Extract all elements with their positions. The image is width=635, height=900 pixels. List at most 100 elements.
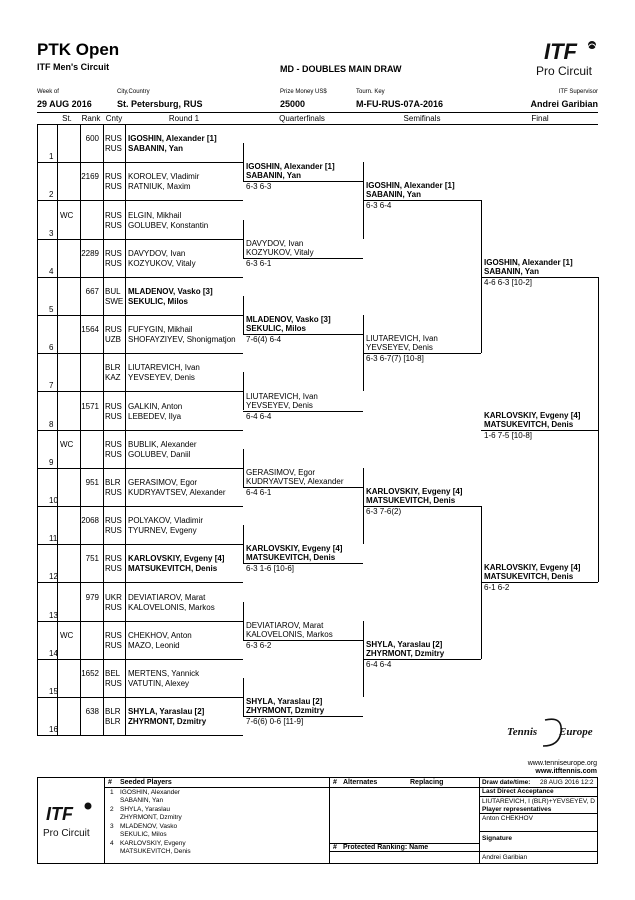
key-value: M-FU-RUS-07A-2016 xyxy=(356,99,444,109)
qf-player-2: ZHYRMONT, Dzmitry xyxy=(246,706,325,716)
seed-number: 2 xyxy=(110,806,114,813)
qf-connector xyxy=(243,143,244,182)
qf-score: 6-3 1-6 [10-6] xyxy=(246,564,295,574)
city-label: City,Country xyxy=(117,89,150,95)
col-quarterfinals: Quarterfinals xyxy=(279,114,325,123)
final-player-1: KARLOVSKIY, Evgeny [4] xyxy=(484,563,581,573)
final-connector xyxy=(481,200,482,354)
entry-rank: 751 xyxy=(85,554,99,564)
supervisor-label: ITF Supervisor xyxy=(558,89,598,95)
entry-country-1: RUS xyxy=(105,172,122,182)
entry-player-1: POLYAKOV, Vladimir xyxy=(128,516,203,526)
draw-date-value: 28 AUG 2016 12:2 xyxy=(540,779,594,786)
draw-position: 15 xyxy=(49,687,58,696)
itftennis-url[interactable]: www.itftennis.com xyxy=(535,768,597,775)
qf-player-1: KARLOVSKIY, Evgeny [4] xyxy=(246,544,343,554)
draw-position: 14 xyxy=(49,648,58,658)
sf-player-2: MATSUKEVITCH, Denis xyxy=(366,496,456,505)
itf-logo-text: ITF xyxy=(544,39,578,64)
signature-label: Signature xyxy=(482,835,512,842)
qf-player-2: YEVSEYEV, Denis xyxy=(246,400,313,410)
entry-player-1: MLADENOV, Vasko [3] xyxy=(128,287,213,296)
entry-country-2: RUS xyxy=(105,182,122,192)
itf-logo-sub: Pro Circuit xyxy=(536,64,593,78)
draw-position: 9 xyxy=(49,457,54,467)
sf-connector xyxy=(363,162,364,239)
col-semifinals: Semifinals xyxy=(403,114,441,123)
draw-position: 6 xyxy=(49,343,54,353)
signature-value: Andrei Garibian xyxy=(482,854,528,861)
draw-date-label: Draw date/time: xyxy=(482,779,531,786)
final-player-1: IGOSHIN, Alexander [1] xyxy=(484,257,573,267)
svg-text:ITF: ITF xyxy=(46,804,74,824)
entry-player-2: SABANIN, Yan xyxy=(128,144,183,154)
entry-country-1: RUS xyxy=(105,516,122,526)
entry-country-1: RUS xyxy=(105,401,122,411)
supervisor-value: Andrei Garibian xyxy=(530,99,598,109)
entry-player-2: MAZO, Leonid xyxy=(128,640,180,650)
entry-player-1: FUFYGIN, Mikhail xyxy=(128,325,193,335)
sf-score: 6-3 6-4 xyxy=(366,201,392,211)
entry-rank: 2169 xyxy=(81,172,99,182)
entry-rank: 951 xyxy=(85,478,99,487)
tennis-europe-logo: Tennis Europe xyxy=(505,718,603,748)
entry-player-1: GERASIMOV, Egor xyxy=(128,478,198,487)
sf-winner-rule xyxy=(363,353,481,355)
final-winner-rule xyxy=(481,582,598,584)
circuit-subtitle: ITF Men's Circuit xyxy=(37,62,110,72)
qf-score: 7-6(6) 0-6 [11-9] xyxy=(246,717,304,727)
qf-connector xyxy=(243,219,244,258)
sf-score: 6-3 7-6(2) xyxy=(366,507,402,516)
entry-rank: 1652 xyxy=(81,669,99,678)
sf-player-1: KARLOVSKIY, Evgeny [4] xyxy=(366,487,463,496)
qf-winner-rule xyxy=(243,410,363,412)
entry-rule xyxy=(37,315,243,316)
entry-country-1: RUS xyxy=(105,630,122,640)
champion-player-1: KARLOVSKIY, Evgeny [4] xyxy=(484,410,581,420)
entry-player-2: GOLUBEV, Daniil xyxy=(128,449,191,459)
entry-player-1: KOROLEV, Vladimir xyxy=(128,172,200,182)
seed-number: 1 xyxy=(110,789,114,796)
entry-country-2: RUS xyxy=(105,602,122,612)
entry-player-1: KARLOVSKIY, Evgeny [4] xyxy=(128,554,225,564)
entry-rule xyxy=(37,429,243,431)
qf-player-1: LIUTAREVICH, Ivan xyxy=(246,391,318,401)
champion-connector xyxy=(598,276,599,583)
entry-status: WC xyxy=(60,630,74,640)
champion-player-2: MATSUKEVITCH, Denis xyxy=(484,419,574,429)
entry-country-1: UKR xyxy=(105,592,122,602)
qf-player-2: KOZYUKOV, Vitaly xyxy=(246,247,314,257)
entry-player-1: DAVYDOV, Ivan xyxy=(128,248,186,258)
entry-country-1: RUS xyxy=(105,325,122,335)
final-player-2: SABANIN, Yan xyxy=(484,266,539,276)
header-top-rule xyxy=(37,112,598,113)
svg-text:Pro Circuit: Pro Circuit xyxy=(43,828,90,839)
entry-country-1: RUS xyxy=(105,210,122,220)
entry-country-2: RUS xyxy=(105,449,122,459)
qf-score: 7-6(4) 6-4 xyxy=(246,335,282,345)
entry-player-1: CHEKHOV, Anton xyxy=(128,630,192,640)
seeded-title: Seeded Players xyxy=(120,779,172,786)
entry-country-2: RUS xyxy=(105,220,122,230)
final-winner-rule xyxy=(481,276,598,278)
lda-label: Last Direct Acceptance xyxy=(482,788,554,795)
col-cnty: Cnty xyxy=(105,114,123,123)
week-label: Week of xyxy=(37,89,59,95)
rep-value: Anton CHEKHOV xyxy=(482,815,533,822)
prize-label: Prize Money US$ xyxy=(280,89,327,95)
entry-rank: 979 xyxy=(85,592,99,602)
seed-player-1: KARLOVSKIY, Evgeny xyxy=(120,840,186,847)
entry-country-2: UZB xyxy=(105,335,121,345)
entry-country-1: RUS xyxy=(105,554,122,564)
tenniseurope-url[interactable]: www.tenniseurope.org xyxy=(527,760,597,767)
entry-country-1: BUL xyxy=(105,287,121,296)
qf-score: 6-3 6-1 xyxy=(246,258,272,268)
qf-winner-rule xyxy=(243,334,363,336)
entry-country-1: BEL xyxy=(105,669,121,678)
svg-text:Europe: Europe xyxy=(558,726,593,738)
qf-score: 6-4 6-4 xyxy=(246,411,272,421)
entry-rank: 2289 xyxy=(81,248,99,258)
qf-winner-rule xyxy=(243,257,363,259)
sf-score: 6-4 6-4 xyxy=(366,659,392,669)
draw-position: 13 xyxy=(49,610,58,620)
